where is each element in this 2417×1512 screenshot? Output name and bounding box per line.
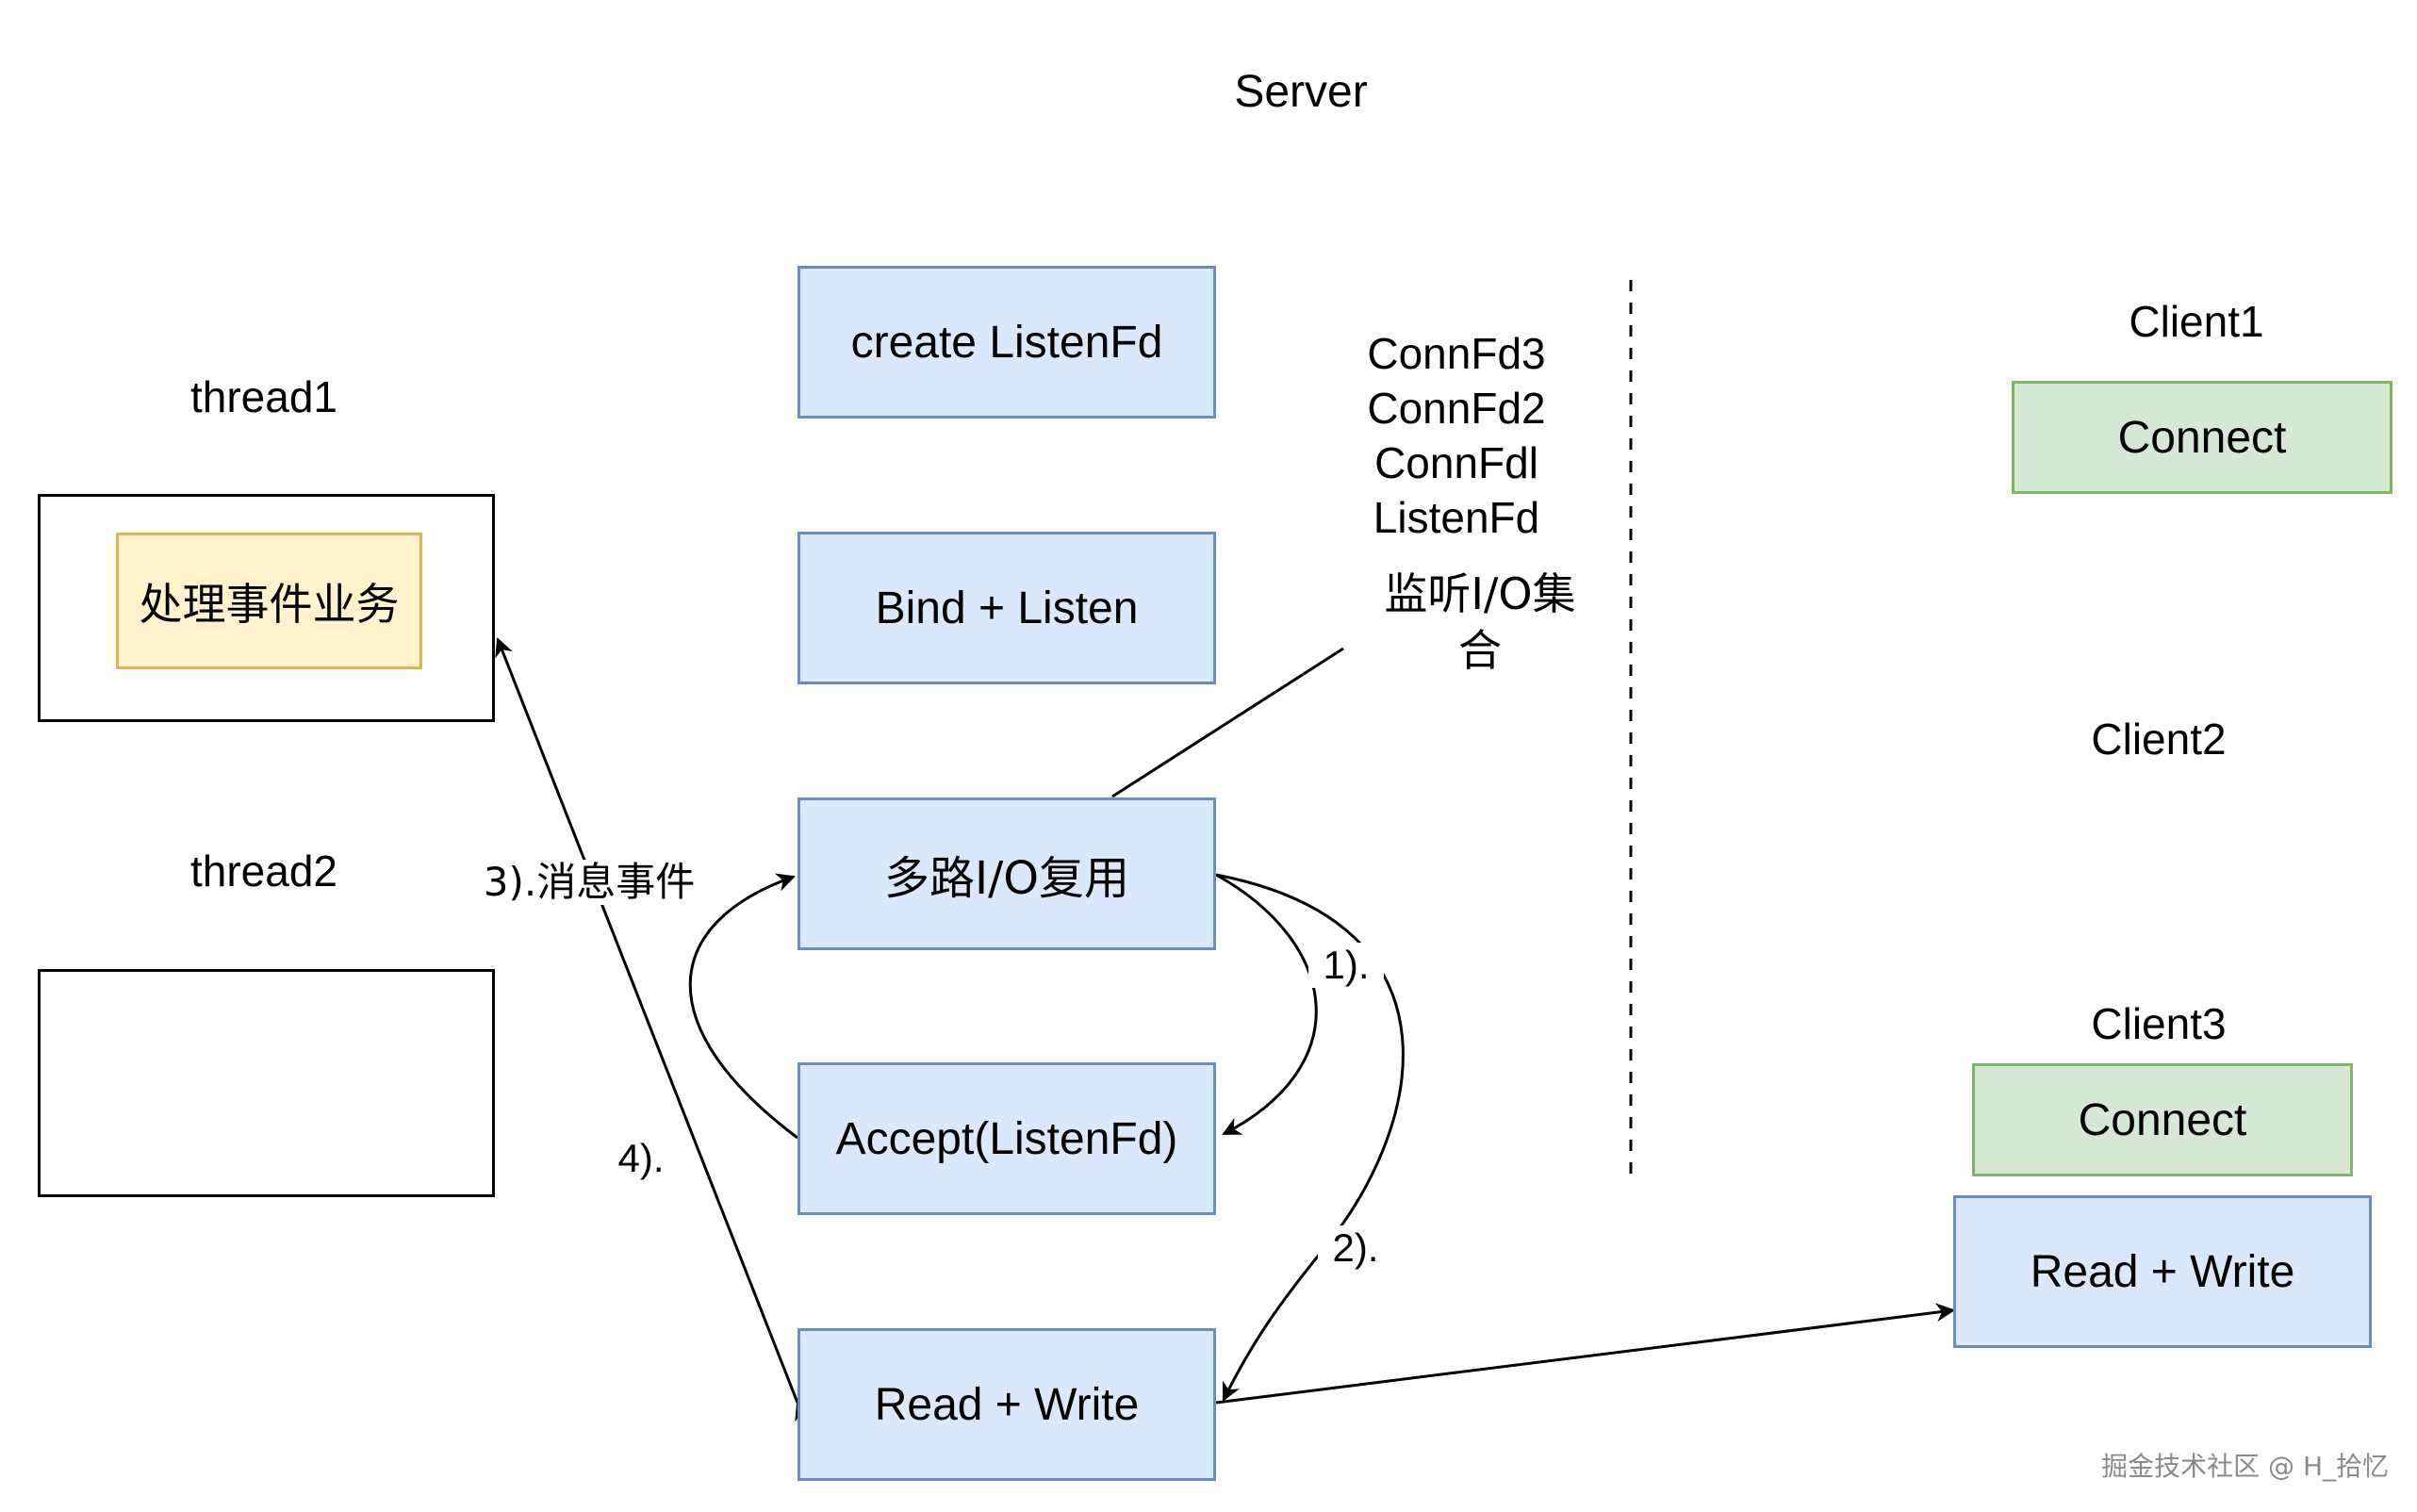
client3-readwrite-box: Read + Write — [1953, 1195, 2372, 1348]
task-box: 处理事件业务 — [116, 533, 422, 669]
client2-label: Client2 — [2091, 715, 2227, 764]
io-set-callout-line — [1111, 647, 1344, 798]
io-set-item: ListenFd — [1373, 493, 1540, 542]
client3-label: Client3 — [2091, 999, 2227, 1048]
io-set-caption: 监听I/O集合 — [1384, 568, 1576, 676]
thread2-label: thread2 — [189, 846, 337, 896]
client1-connect-box: Connect — [2012, 381, 2392, 494]
server-readwrite-box: Read + Write — [797, 1328, 1216, 1481]
edge-label-step1: 1). — [1308, 943, 1384, 989]
diagram-title: Server — [1234, 67, 1368, 117]
edge-label-step2: 2). — [1318, 1225, 1393, 1272]
client1-label: Client1 — [2129, 297, 2264, 346]
multiplex-label: 多路I/O复用 — [883, 852, 1130, 905]
edge-accept-to-multiplex — [688, 873, 798, 1140]
bind-listen-label: Bind + Listen — [875, 583, 1139, 633]
thread1-label: thread1 — [189, 372, 337, 421]
client3-connect-label: Connect — [2078, 1094, 2247, 1145]
multiplex-box: 多路I/O复用 — [797, 797, 1216, 950]
edge-label-step4: 4). — [603, 1136, 679, 1182]
edge-label-step3: 3).消息事件 — [476, 859, 702, 906]
client3-readwrite-label: Read + Write — [2030, 1246, 2295, 1297]
client3-connect-box: Connect — [1972, 1063, 2353, 1176]
create-listenfd-box: create ListenFd — [797, 266, 1216, 419]
edge-server-to-client-readwrite — [1215, 1303, 1955, 1405]
edge-multiplex-to-readwrite — [1215, 873, 1405, 1402]
bind-listen-box: Bind + Listen — [797, 532, 1216, 684]
io-set-list: ConnFd3 ConnFd2 ConnFdl ListenFd — [1301, 326, 1612, 545]
server-readwrite-label: Read + Write — [874, 1379, 1140, 1430]
task-label: 处理事件业务 — [139, 578, 400, 630]
thread2-box — [38, 969, 495, 1197]
edge-thread1-readwrite — [495, 637, 813, 1422]
client1-connect-label: Connect — [2117, 412, 2287, 463]
accept-box: Accept(ListenFd) — [797, 1062, 1216, 1215]
thread1-box: 处理事件业务 — [38, 494, 495, 722]
edge-multiplex-to-accept — [1215, 873, 1318, 1136]
io-set-item: ConnFd2 — [1367, 384, 1546, 433]
io-set-item: ConnFdl — [1374, 438, 1538, 487]
io-set-item: ConnFd3 — [1367, 329, 1546, 378]
accept-label: Accept(ListenFd) — [835, 1113, 1178, 1164]
create-listenfd-label: create ListenFd — [850, 317, 1163, 368]
watermark: 掘金技术社区 @ H_拾忆 — [2101, 1451, 2389, 1482]
